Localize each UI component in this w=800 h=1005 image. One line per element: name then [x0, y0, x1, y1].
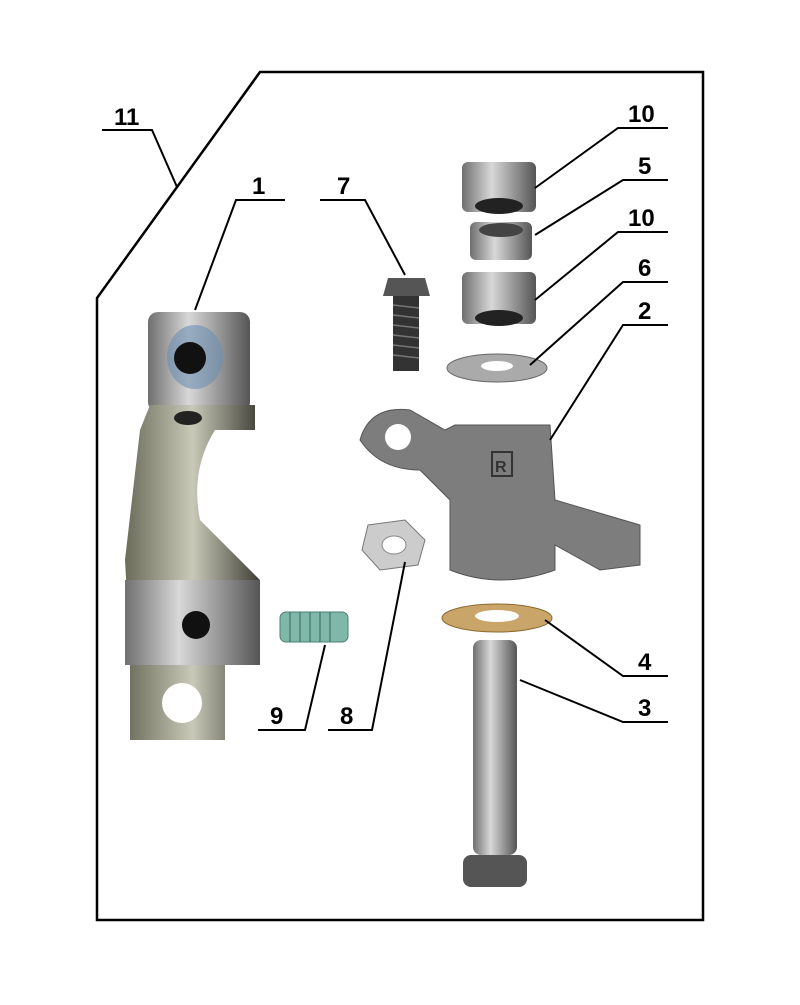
callout-4: 4 — [638, 649, 652, 676]
callout-10-upper: 10 — [628, 101, 655, 128]
leader-9 — [258, 644, 326, 731]
callout-7: 7 — [337, 173, 350, 200]
callout-5: 5 — [638, 153, 651, 180]
leader-2 — [549, 324, 668, 441]
part-10-bearing-lower — [462, 272, 536, 326]
part-10-bearing-upper — [462, 162, 536, 214]
callout-3: 3 — [638, 695, 651, 722]
part-4-bronze-washer — [441, 603, 553, 633]
callout-11: 11 — [114, 104, 139, 131]
leader-4 — [544, 619, 668, 677]
rocker-arm-mark: R — [495, 459, 507, 476]
leader-lines — [102, 127, 668, 731]
part-6-thrust-washer — [446, 353, 548, 383]
part-9-set-screw — [279, 611, 349, 643]
assembly-frame — [95, 70, 705, 922]
leader-7 — [320, 199, 406, 276]
part-3-rocker-shaft — [463, 640, 527, 887]
leader-11 — [102, 129, 178, 188]
part-1-rocker-bracket — [125, 312, 260, 740]
leader-3 — [519, 679, 668, 723]
leader-10a — [534, 127, 668, 189]
callout-6: 6 — [638, 255, 651, 282]
leader-8 — [328, 561, 406, 731]
part-2-rocker-arm: R — [359, 408, 641, 581]
part-7-bolt — [383, 278, 430, 371]
callout-9: 9 — [270, 703, 283, 730]
callout-8: 8 — [340, 703, 353, 730]
leader-6 — [529, 281, 668, 366]
callout-2: 2 — [638, 298, 651, 325]
part-8-hex-nut — [361, 519, 426, 571]
callout-1: 1 — [252, 173, 265, 200]
leader-10b — [534, 231, 668, 301]
part-5-spacer — [470, 222, 532, 260]
callout-10-lower: 10 — [628, 205, 655, 232]
leader-1 — [194, 199, 285, 311]
leader-5 — [534, 179, 668, 236]
